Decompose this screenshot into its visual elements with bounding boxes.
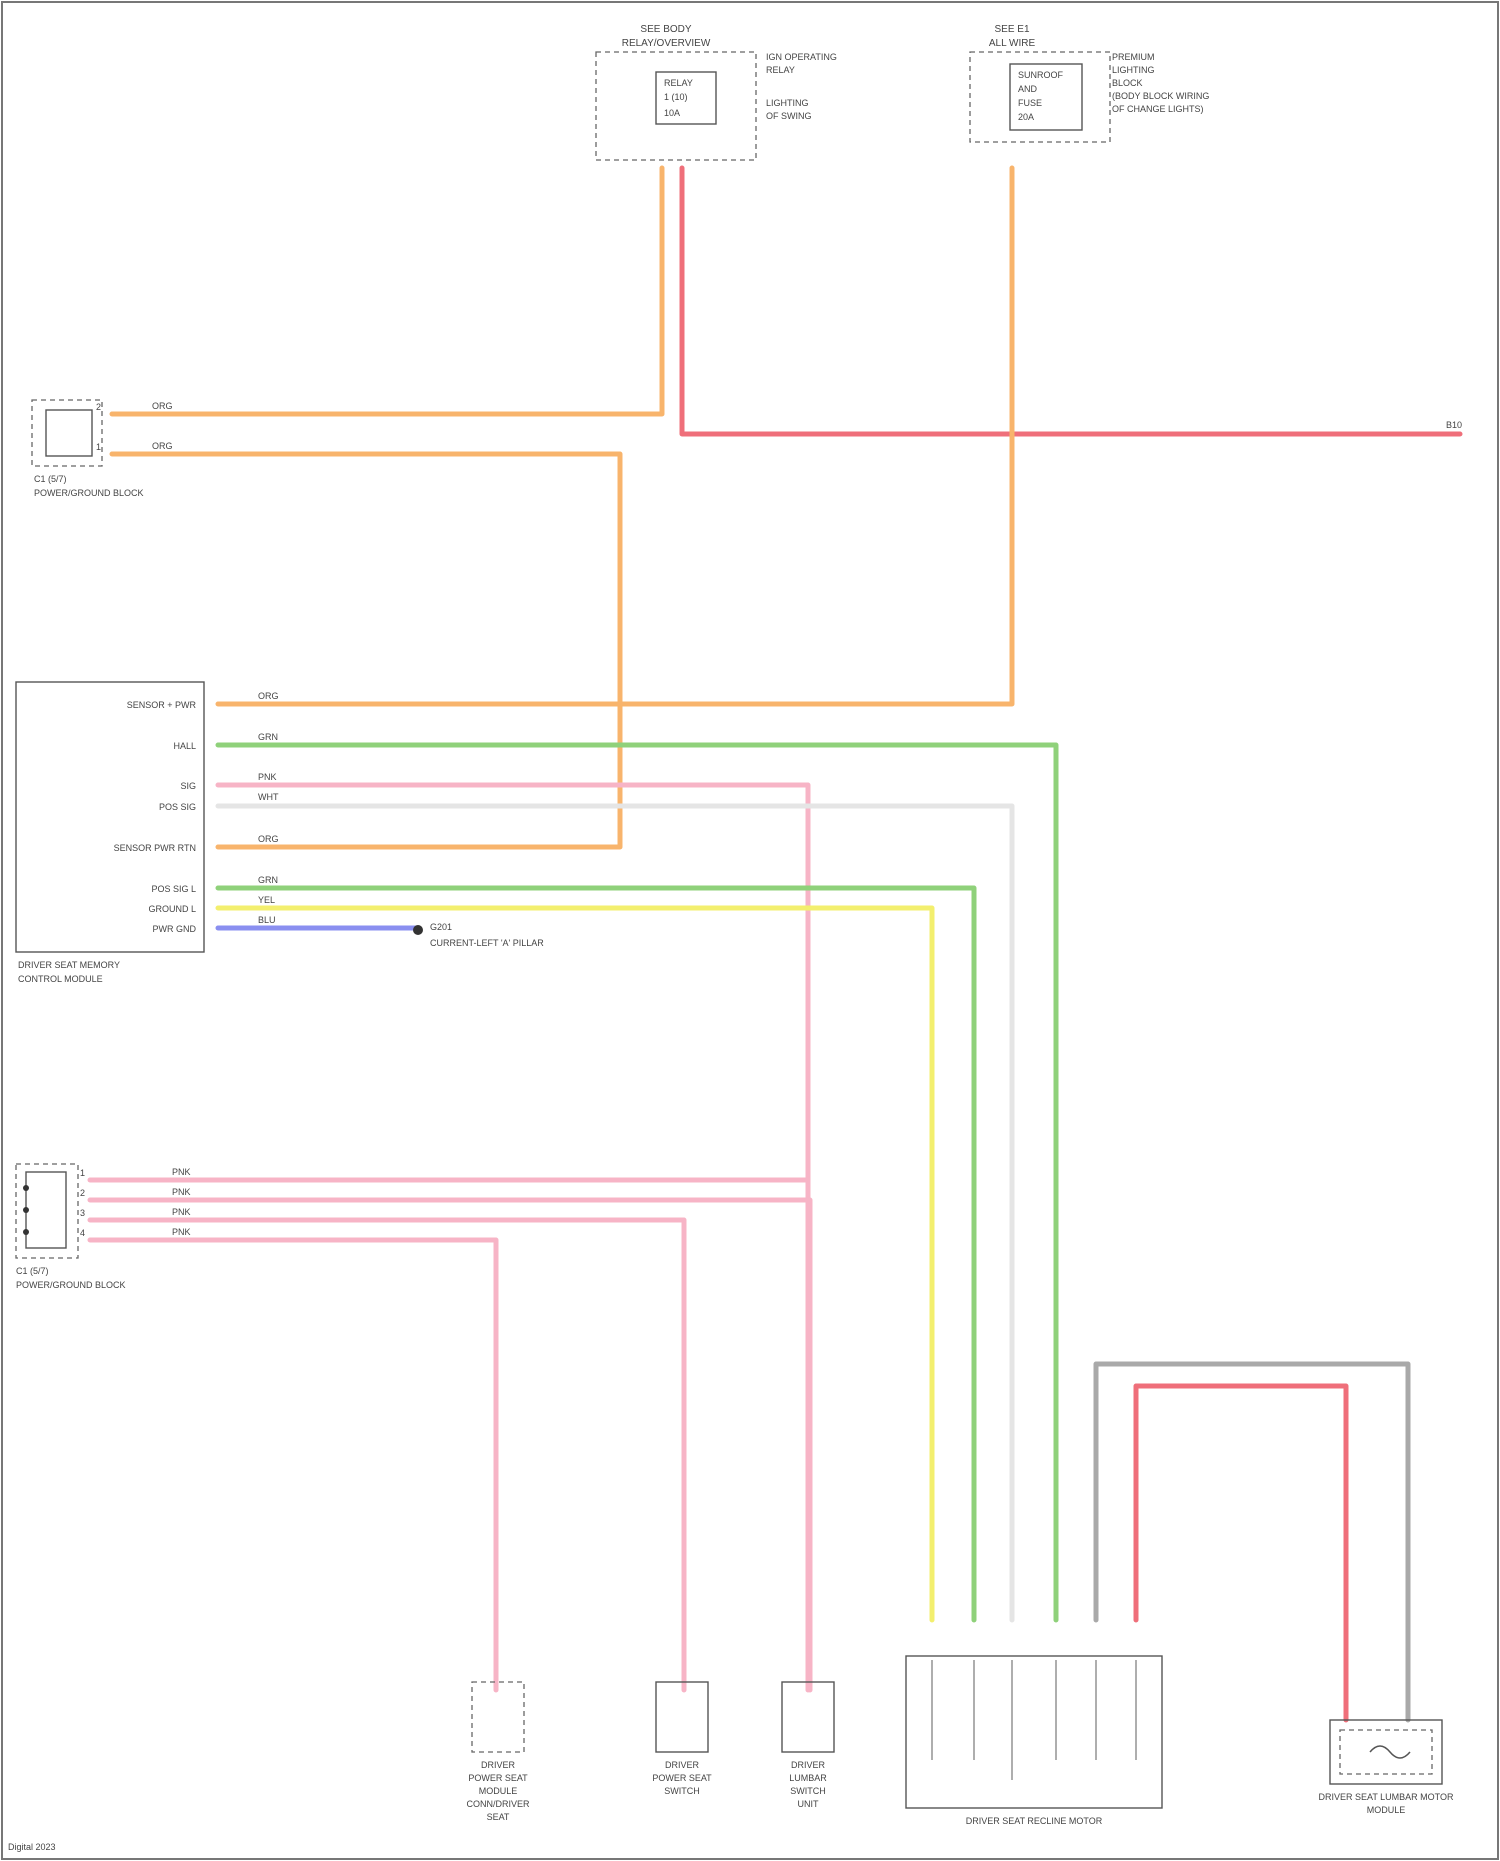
pink-wire-b2 [90, 1200, 810, 1690]
fuse-inner-label-3: FUSE [1018, 98, 1042, 108]
relay-note: IGN OPERATING [766, 52, 837, 62]
fuse-note-4: (BODY BLOCK WIRING [1112, 91, 1209, 101]
wire-tag: PNK [172, 1167, 191, 1177]
device-lumbar-switch-label: LUMBAR [789, 1773, 827, 1783]
wire-tag: GRN [258, 732, 278, 742]
connector-a-inner [46, 410, 92, 456]
device-seat-module-label: MODULE [479, 1786, 518, 1796]
connector-b-pin: 2 [80, 1188, 85, 1198]
ground-label-2: CURRENT-LEFT 'A' PILLAR [430, 938, 544, 948]
wire-tag: YEL [258, 895, 275, 905]
connector-b-pin-icon [23, 1207, 29, 1213]
pink-wire-b4 [90, 1240, 496, 1690]
wire-tag: PNK [172, 1227, 191, 1237]
fuse-note: PREMIUM [1112, 52, 1155, 62]
gray-wire-loop [1096, 1364, 1408, 1720]
orange-wire-relay-to-connector-a [112, 168, 662, 414]
connector-a-caption: C1 (5/7) [34, 474, 67, 484]
device-seat-module-outline [472, 1682, 524, 1752]
relay-note-4: OF SWING [766, 111, 812, 121]
wire-tag: ORG [152, 401, 173, 411]
fuse-block-title-2: ALL WIRE [989, 38, 1036, 49]
wire-tag: PNK [172, 1187, 191, 1197]
device-seat-module-label: DRIVER [481, 1760, 516, 1770]
connector-a-caption-2: POWER/GROUND BLOCK [34, 488, 144, 498]
module-pin-label: GROUND L [148, 904, 196, 914]
device-lumbar-switch-label: UNIT [798, 1799, 819, 1809]
device-seat-switch-outline [656, 1682, 708, 1752]
fuse-inner-label-4: 20A [1018, 112, 1034, 122]
connector-b-pin-icon [23, 1229, 29, 1235]
connector-b-pin: 3 [80, 1208, 85, 1218]
fuse-inner-label-2: AND [1018, 84, 1038, 94]
device-seat-module-label: CONN/DRIVER [466, 1799, 530, 1809]
connector-b-pin: 4 [80, 1228, 85, 1238]
red-wire-loop [1136, 1386, 1346, 1720]
fuse-block-outline [970, 52, 1110, 142]
wire-tag: ORG [152, 441, 173, 451]
ground-label: G201 [430, 922, 452, 932]
control-module-caption-2: CONTROL MODULE [18, 974, 103, 984]
wire-tag: PNK [172, 1207, 191, 1217]
footer-text: Digital 2023 [8, 1842, 56, 1852]
wire-tag: ORG [258, 834, 279, 844]
yellow-wire-ground-l [218, 908, 932, 1620]
red-wire-relay-to-right [682, 168, 1460, 434]
fuse-note-5: OF CHANGE LIGHTS) [1112, 104, 1204, 114]
device-seat-module-label: POWER SEAT [468, 1773, 528, 1783]
right-edge-label: B10 [1446, 420, 1462, 430]
device-seat-switch-label: POWER SEAT [652, 1773, 712, 1783]
module-pin-label: POS SIG L [151, 884, 196, 894]
connector-b-pin: 1 [80, 1168, 85, 1178]
lumbar-motor-inner [1340, 1730, 1432, 1774]
connector-b-inner [26, 1172, 66, 1248]
connector-b-caption-2: POWER/GROUND BLOCK [16, 1280, 126, 1290]
module-pin-label: SIG [180, 781, 196, 791]
wire-tag: ORG [258, 691, 279, 701]
recliner-motor-outline [906, 1656, 1162, 1808]
wire-tag: BLU [258, 915, 276, 925]
module-pin-label: POS SIG [159, 802, 196, 812]
recliner-caption: DRIVER SEAT RECLINE MOTOR [966, 1816, 1103, 1826]
relay-inner-label-3: 10A [664, 108, 680, 118]
relay-note-2: RELAY [766, 65, 795, 75]
connector-a-pin: 2 [96, 402, 101, 412]
connector-b-caption: C1 (5/7) [16, 1266, 49, 1276]
relay-block-title: SEE BODY [640, 24, 691, 35]
connector-b-pin-icon [23, 1185, 29, 1191]
device-seat-module-label: SEAT [487, 1812, 510, 1822]
control-module-caption: DRIVER SEAT MEMORY [18, 960, 120, 970]
ground-splice-icon [413, 925, 423, 935]
fuse-note-2: LIGHTING [1112, 65, 1155, 75]
wire-tag: PNK [258, 772, 277, 782]
pink-wire-b3 [90, 1220, 684, 1690]
relay-block-outline [596, 52, 756, 160]
motor-icon [1370, 1746, 1410, 1758]
relay-inner-label-2: 1 (10) [664, 92, 688, 102]
device-seat-switch-label: DRIVER [665, 1760, 700, 1770]
relay-block-title-2: RELAY/OVERVIEW [622, 38, 711, 49]
module-pin-label: SENSOR PWR RTN [114, 843, 196, 853]
module-pin-label: HALL [173, 741, 196, 751]
relay-inner-label: RELAY [664, 78, 693, 88]
lumbar-caption-2: MODULE [1367, 1805, 1406, 1815]
module-pin-label: SENSOR + PWR [127, 700, 197, 710]
lumbar-caption: DRIVER SEAT LUMBAR MOTOR [1318, 1792, 1454, 1802]
connector-a-pin: 1 [96, 442, 101, 452]
module-pin-label: PWR GND [153, 924, 197, 934]
fuse-inner-label: SUNROOF [1018, 70, 1064, 80]
fuse-block-title: SEE E1 [994, 24, 1029, 35]
relay-note-3: LIGHTING [766, 98, 809, 108]
wire-tag: WHT [258, 792, 279, 802]
device-lumbar-switch-label: DRIVER [791, 1760, 826, 1770]
device-lumbar-switch-label: SWITCH [790, 1786, 826, 1796]
green-wire-pos-sig-l [218, 888, 974, 1620]
device-seat-switch-label: SWITCH [664, 1786, 700, 1796]
fuse-note-3: BLOCK [1112, 78, 1143, 88]
wire-tag: GRN [258, 875, 278, 885]
